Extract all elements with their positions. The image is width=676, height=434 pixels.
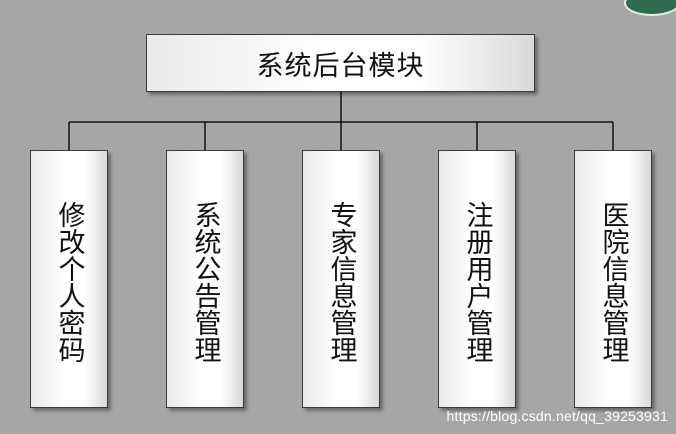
child-node-change-password: 修改个人密码 [30,150,108,408]
child-node-expert-management: 专家信息管理 [302,150,380,408]
logo-badge [624,0,676,16]
child-node-label: 专家信息管理 [325,201,357,363]
child-node-label: 注册用户管理 [461,201,493,363]
child-node-label: 医院信息管理 [597,201,629,363]
root-node: 系统后台模块 [146,34,535,92]
child-node-label: 系统公告管理 [189,201,221,363]
child-node-hospital-management: 医院信息管理 [574,150,652,408]
child-node-announcement-management: 系统公告管理 [166,150,244,408]
watermark-text: https://blog.csdn.net/qq_39253931 [446,408,668,424]
root-node-label: 系统后台模块 [256,50,425,82]
child-node-label: 修改个人密码 [53,201,85,363]
child-node-user-management: 注册用户管理 [438,150,516,408]
